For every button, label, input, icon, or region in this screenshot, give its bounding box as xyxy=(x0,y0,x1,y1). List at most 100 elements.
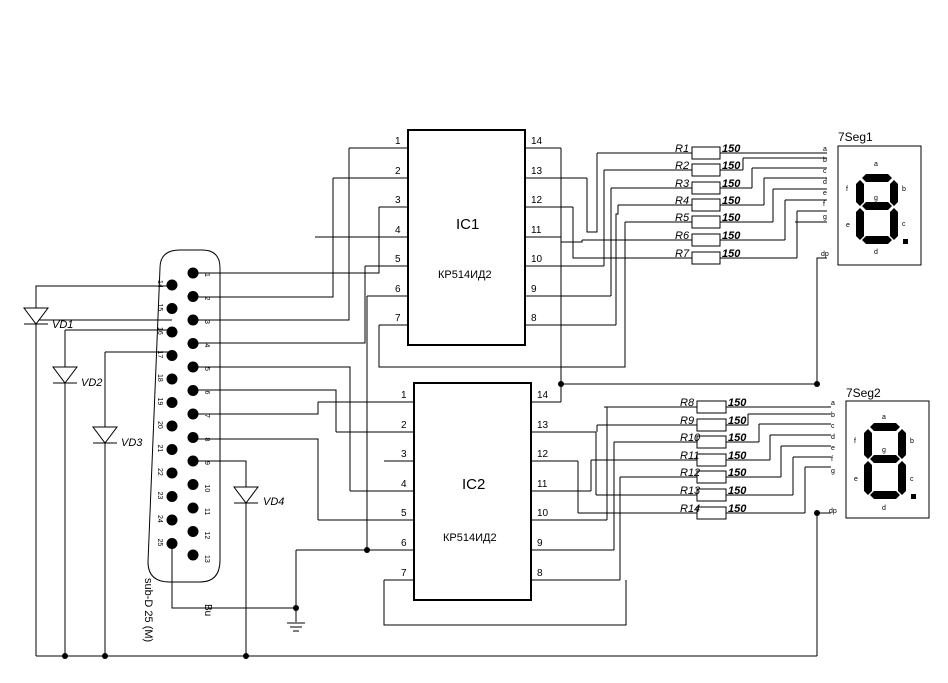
resistor-value: 150 xyxy=(728,397,747,409)
db25-pin-label: 1 xyxy=(203,273,210,277)
resistor-label: R1 xyxy=(675,143,689,155)
diode-vd2-icon xyxy=(52,366,78,384)
ic1-pin-label: 13 xyxy=(531,166,543,177)
resistor-value: 150 xyxy=(728,415,747,427)
ic1-pin-label: 1 xyxy=(395,136,401,147)
resistor-r3 xyxy=(691,181,721,195)
seven-segment-1: 7Seg1 a b c d e f g dp a b c d e f g xyxy=(821,130,922,266)
resistor-value: 150 xyxy=(728,432,747,444)
seg1-inner-label: g xyxy=(874,195,878,202)
seg2-inner-label: d xyxy=(882,505,886,512)
db25-pin xyxy=(166,420,178,432)
db25-pin-label: 6 xyxy=(203,391,210,395)
db25-pin-label: 9 xyxy=(203,461,210,465)
seg2-pin: f xyxy=(831,456,833,463)
db25-pin-label: 22 xyxy=(156,468,163,476)
resistor-label: R8 xyxy=(680,397,695,409)
seg2-pin: c xyxy=(831,423,835,430)
db25-pin xyxy=(166,326,178,338)
junction-dot xyxy=(814,381,820,387)
resistor-r12 xyxy=(696,470,727,484)
resistor-value: 150 xyxy=(722,178,741,190)
seg2-pin: d xyxy=(831,434,835,441)
seg2-inner-label: g xyxy=(882,447,886,454)
ic2-pin-wires xyxy=(296,401,620,581)
ic2-pin-label: 1 xyxy=(401,390,407,401)
db25-pin-label: 20 xyxy=(156,421,163,429)
db25-pin-label: 23 xyxy=(156,492,163,500)
seg2-pin: e xyxy=(831,445,835,452)
ic1-pin-label: 9 xyxy=(531,284,537,295)
seg1-pin: f xyxy=(823,201,825,208)
resistor-r8 xyxy=(696,400,727,414)
diode-label: VD1 xyxy=(52,319,73,331)
ic1-pin-label: 7 xyxy=(395,313,401,324)
ic2-pin-label: 3 xyxy=(401,449,407,460)
diode-vd4-icon xyxy=(233,486,259,504)
ic2-pin-label: 8 xyxy=(537,568,543,579)
seg1-pin: b xyxy=(823,157,827,164)
junction-dot xyxy=(364,547,370,553)
db25-pin-label: 15 xyxy=(156,304,163,312)
seg1-digit xyxy=(856,174,908,244)
resistor-value: 150 xyxy=(722,212,741,224)
ic1-pin-label: 5 xyxy=(395,254,401,265)
db25-pin xyxy=(166,444,178,455)
seg1-pin: a xyxy=(823,146,827,153)
ic1-pin-label: 12 xyxy=(531,195,543,206)
connector-wires xyxy=(35,148,817,657)
resistor-r4 xyxy=(691,198,721,212)
resistor-label: R12 xyxy=(680,467,700,479)
db25-pin xyxy=(166,514,178,526)
seg1-name: 7Seg1 xyxy=(838,130,873,144)
ic1-pin-label: 11 xyxy=(531,225,542,236)
ic1-part: КР514ИД2 xyxy=(438,269,492,281)
resistor-value: 150 xyxy=(722,248,741,260)
ic1-pin-label: 2 xyxy=(395,166,401,177)
ic2-pin-label: 14 xyxy=(537,390,549,401)
resistor-label: R4 xyxy=(675,195,689,207)
db25-pin xyxy=(166,279,178,291)
ic1: IC1 КР514ИД2 1 2 3 4 5 6 7 14 13 12 11 1… xyxy=(395,129,543,346)
ic1-pin-label: 8 xyxy=(531,313,537,324)
db25-pin-label: 25 xyxy=(156,539,163,547)
db25-pin-label: 7 xyxy=(203,414,210,418)
ic2-pin-label: 2 xyxy=(401,420,407,431)
ic1-body xyxy=(407,129,526,346)
ic2-pin-label: 7 xyxy=(401,568,407,579)
seg1-inner-label: e xyxy=(846,222,850,229)
seg1-pin: e xyxy=(823,190,827,197)
resistor-r5 xyxy=(691,215,721,229)
seg2-pin: g xyxy=(831,468,835,475)
resistor-r9 xyxy=(696,418,727,432)
seg2-pin: dp xyxy=(829,508,837,515)
seg1-pin: c xyxy=(823,168,827,175)
ic1-name: IC1 xyxy=(456,216,479,233)
resistor-value: 150 xyxy=(722,230,741,242)
ic1-pin-label: 3 xyxy=(395,195,401,206)
seg2-inner-label: f xyxy=(854,438,856,445)
resistor-label: R6 xyxy=(675,230,690,242)
db25-pin xyxy=(166,303,178,314)
resistor-value: 150 xyxy=(728,467,747,479)
diode-label: VD4 xyxy=(263,496,284,508)
resistor-value: 150 xyxy=(722,195,741,207)
seg1-pin: g xyxy=(823,214,827,221)
db25-pin-label: 16 xyxy=(156,327,163,335)
resistor-label: R10 xyxy=(680,432,701,444)
ic1-pin-label: 14 xyxy=(531,136,543,147)
resistor-value: 150 xyxy=(728,485,747,497)
db25-pin-label: 19 xyxy=(156,398,163,406)
seg2-inner-label: b xyxy=(910,438,914,445)
resistor-label: R9 xyxy=(680,415,694,427)
diode-label: VD2 xyxy=(81,377,102,389)
ic2-pin-label: 13 xyxy=(537,420,549,431)
seg1-inner-label: c xyxy=(902,221,906,228)
resistor-label: R2 xyxy=(675,160,689,172)
seg2-inner-label: a xyxy=(882,414,886,421)
resistor-bank-top: R1 R2 R3 R4 R5 R6 R7 150 150 150 150 150… xyxy=(575,143,827,265)
db25-pin-label: 18 xyxy=(156,374,163,382)
ic2-name: IC2 xyxy=(462,476,485,493)
resistor-value: 150 xyxy=(728,503,747,515)
resistor-r6 xyxy=(691,233,721,247)
